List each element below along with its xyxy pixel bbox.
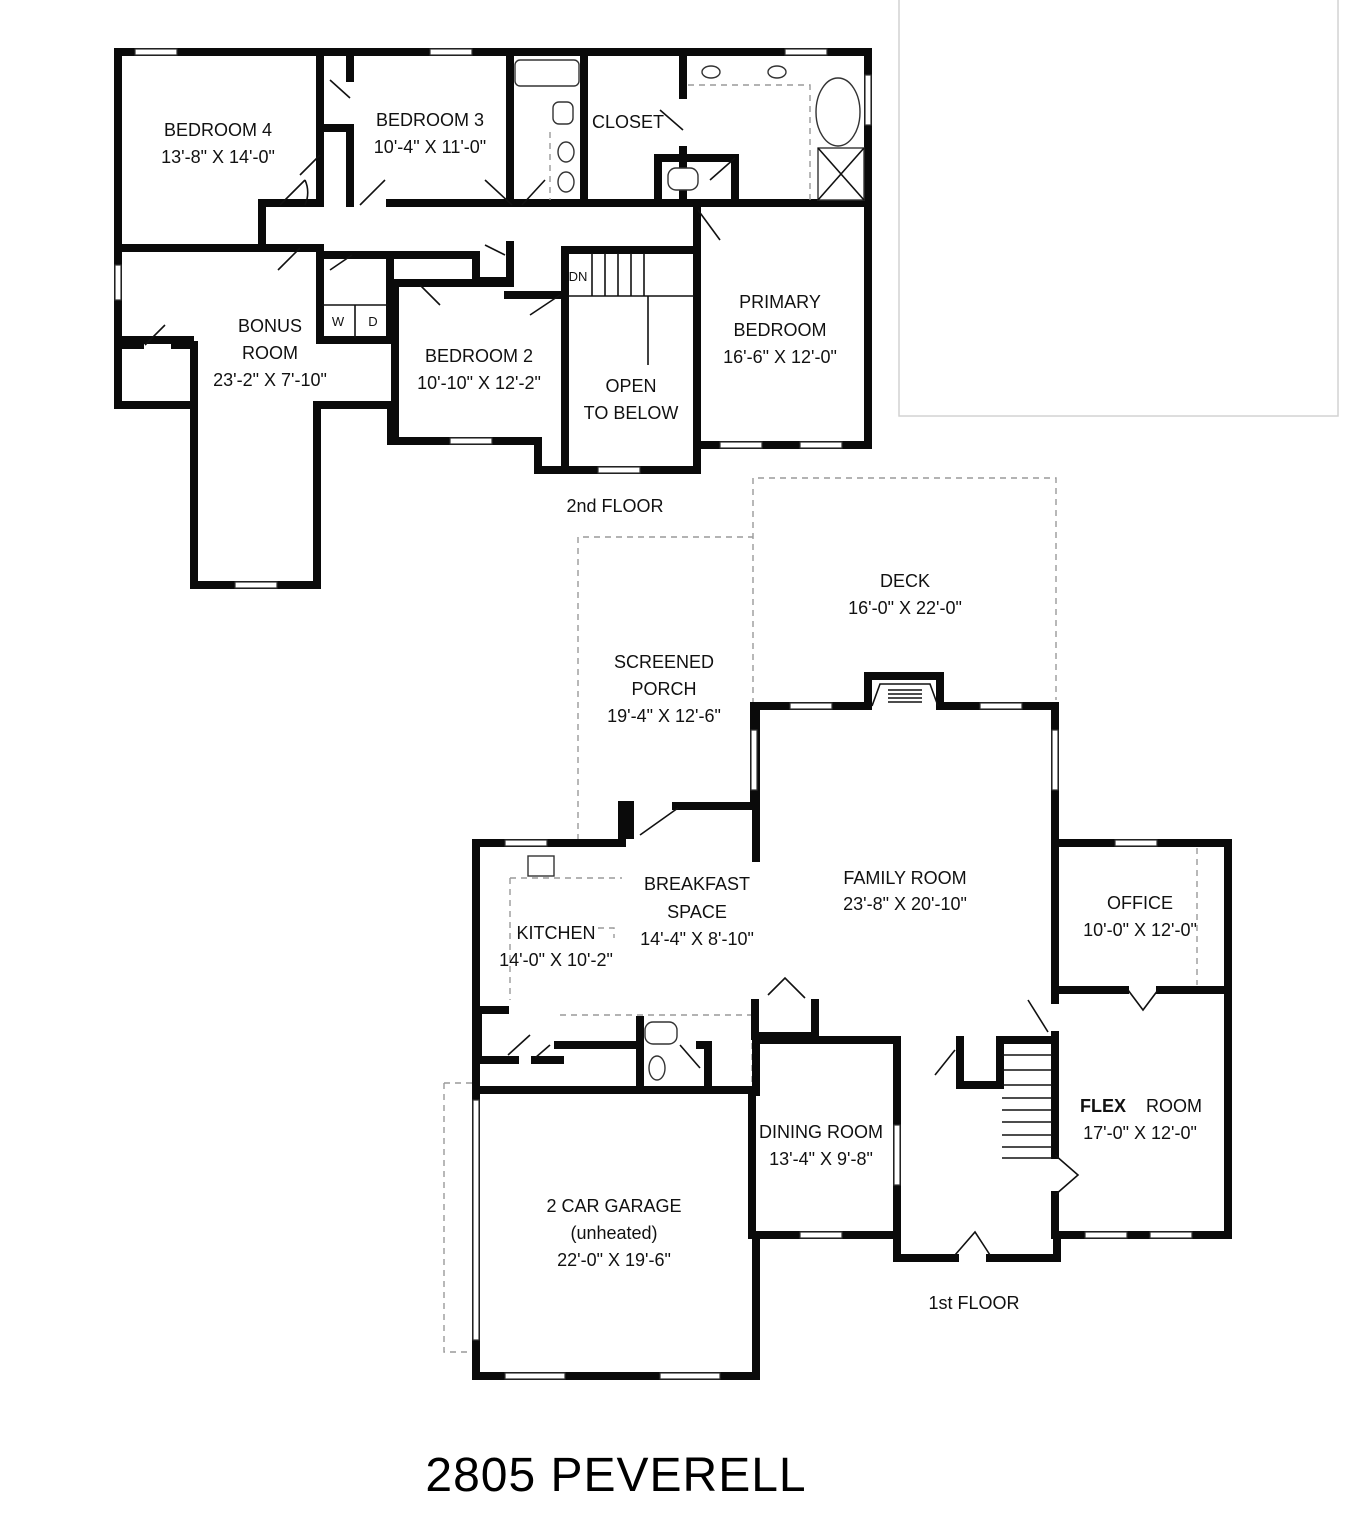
second-floor-label: 2nd FLOOR — [566, 496, 663, 516]
porch-name-2: PORCH — [631, 679, 696, 699]
open-to-below-2: TO BELOW — [584, 403, 679, 423]
kitchen-name: KITCHEN — [516, 923, 595, 943]
toilet-icon — [644, 1021, 678, 1045]
garage-name: 2 CAR GARAGE — [546, 1196, 681, 1216]
door-swings-1st — [507, 807, 1159, 1256]
first-floor-label: 1st FLOOR — [928, 1293, 1019, 1313]
open-to-below-1: OPEN — [605, 376, 656, 396]
office-size: 10'-0" X 12'-0" — [1083, 920, 1197, 940]
sink-icon — [767, 65, 787, 79]
breakfast-size: 14'-4" X 8'-10" — [640, 929, 754, 949]
bonus-size: 23'-2" X 7'-10" — [213, 370, 327, 390]
flex-name-rest: ROOM — [1146, 1096, 1202, 1116]
breakfast-name-1: BREAKFAST — [644, 874, 750, 894]
fireplace-icon — [871, 683, 939, 707]
windows-1st — [472, 702, 1193, 1380]
dining-size: 13'-4" X 9'-8" — [769, 1149, 873, 1169]
primary-size: 16'-6" X 12'-0" — [723, 347, 837, 367]
island-outline — [598, 927, 615, 938]
blank-panel — [898, 0, 1339, 417]
second-floor-interior-walls — [114, 51, 872, 474]
bedroom2-size: 10'-10" X 12'-2" — [417, 373, 541, 393]
windows-2nd — [114, 48, 872, 589]
family-name: FAMILY ROOM — [843, 868, 966, 888]
bedroom4-size: 13'-8" X 14'-0" — [161, 147, 275, 167]
cooktop-icon — [527, 855, 555, 877]
deck-name: DECK — [880, 571, 930, 591]
first-floor-plan — [443, 477, 1232, 1380]
plan-title: 2805 PEVERELL — [425, 1449, 806, 1502]
closet-name: CLOSET — [592, 112, 664, 132]
garage-door-outline — [443, 1082, 472, 1353]
bedroom3-size: 10'-4" X 11'-0" — [374, 137, 486, 157]
garage-note: (unheated) — [570, 1223, 657, 1243]
dryer-label: D — [368, 314, 377, 329]
toilet-icon — [552, 101, 574, 125]
door-swings-2nd — [144, 79, 736, 346]
bonus-closet-wall — [118, 341, 198, 409]
bathtub-icon — [815, 77, 861, 147]
kitchen-size: 14'-0" X 10'-2" — [499, 950, 613, 970]
stairs-icon — [568, 253, 694, 365]
primary-name-1: PRIMARY — [739, 292, 821, 312]
stairs-down-label: DN — [569, 269, 588, 284]
second-floor-plan — [114, 48, 872, 589]
bonus-name-1: BONUS — [238, 316, 302, 336]
flex-size: 17'-0" X 12'-0" — [1083, 1123, 1197, 1143]
bonus-name-2: ROOM — [242, 343, 298, 363]
stairs-icon — [1002, 1054, 1052, 1159]
breakfast-name-2: SPACE — [667, 902, 727, 922]
flex-name-bold: FLEX — [1080, 1096, 1126, 1116]
garage-size: 22'-0" X 19'-6" — [557, 1250, 671, 1270]
family-size: 23'-8" X 20'-10" — [843, 894, 967, 914]
sink-icon — [701, 65, 721, 79]
sink-icon — [557, 171, 575, 193]
washer-label: W — [332, 314, 345, 329]
first-floor-outer-wall — [472, 672, 1232, 1380]
deck-size: 16'-0" X 22'-0" — [848, 598, 962, 618]
sink-icon — [557, 141, 575, 163]
office-name: OFFICE — [1107, 893, 1173, 913]
bedroom2-name: BEDROOM 2 — [425, 346, 533, 366]
primary-name-2: BEDROOM — [733, 320, 826, 340]
toilet-icon — [667, 167, 699, 191]
bedroom4-name: BEDROOM 4 — [164, 120, 272, 140]
shower-icon — [817, 147, 865, 201]
porch-outline — [577, 536, 753, 840]
bedroom3-name: BEDROOM 3 — [376, 110, 484, 130]
vanity-line — [688, 84, 811, 200]
dining-name: DINING ROOM — [759, 1122, 883, 1142]
porch-name-1: SCREENED — [614, 652, 714, 672]
porch-size: 19'-4" X 12'-6" — [607, 706, 721, 726]
sink-icon — [648, 1055, 666, 1081]
deck-outline — [752, 477, 1057, 704]
bathtub-icon — [514, 59, 580, 87]
